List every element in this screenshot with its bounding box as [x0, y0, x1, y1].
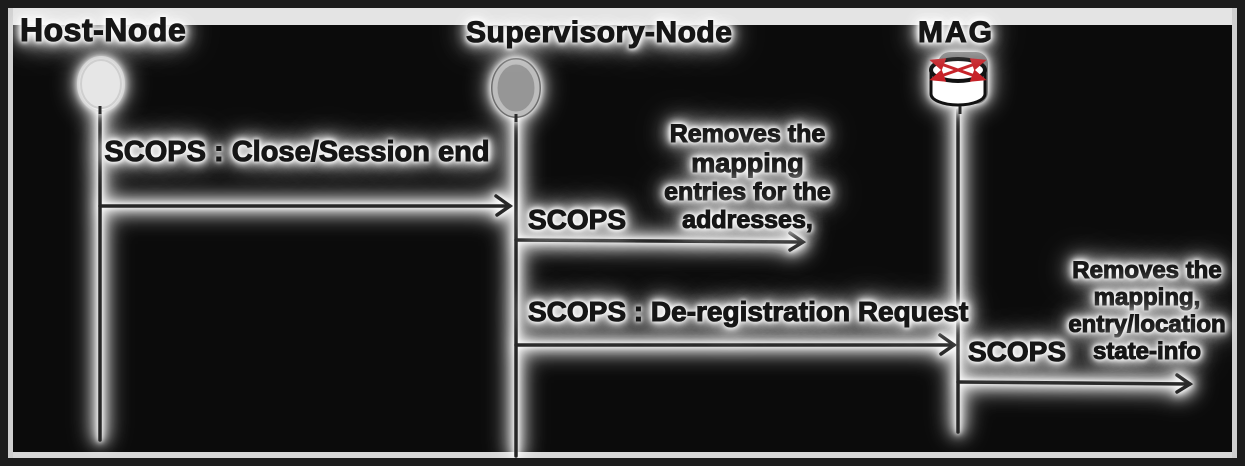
message-label-scops-1: SCOPS: [527, 203, 627, 235]
diagram-stage: Host-Node Supervisory-Node MAG: [8, 8, 1237, 458]
message-label-close-session: SCOPS : Close/Session end: [104, 135, 490, 168]
router-icon: [929, 52, 988, 114]
note-line: addresses,: [682, 206, 814, 235]
message-arrow-scops-internal-2: [956, 380, 1192, 386]
actor-label-host-node: Host-Node: [19, 11, 187, 48]
message-label-scops-2: SCOPS: [967, 335, 1067, 367]
note-line: Removes the: [669, 119, 826, 148]
router-arrows-icon: [929, 58, 987, 82]
arrowhead-icon: [494, 194, 514, 217]
note-line: mapping,: [1093, 283, 1201, 311]
note-line: entry/location: [1068, 310, 1226, 338]
note-line: entries for the: [664, 178, 832, 207]
terminal-node-icon: [77, 56, 125, 114]
note-line: state-info: [1092, 337, 1201, 365]
message-label-deregistration: SCOPS : De-registration Request: [527, 295, 969, 327]
note-line: mapping: [691, 147, 805, 178]
top-frame-strip: [8, 8, 1237, 25]
left-frame-strip: [8, 8, 13, 458]
arrowhead-icon: [1175, 373, 1194, 394]
arrowhead-icon: [938, 333, 958, 356]
right-frame-strip: [1232, 8, 1237, 458]
arrowhead-icon: [788, 231, 807, 252]
actor-label-supervisory-node: Supervisory-Node: [465, 15, 733, 49]
bottom-frame-strip: [8, 452, 1237, 458]
actor-label-mag: MAG: [917, 15, 994, 49]
lifelines-and-arrows-layer: [98, 106, 1194, 458]
supervisory-node-icon: [491, 58, 541, 122]
note-supervisory-action: Removes the mapping entries for the addr…: [645, 119, 850, 235]
message-arrow-scops-internal-1: [514, 238, 804, 244]
note-mag-action: Removes the mapping, entry/location stat…: [1058, 257, 1236, 366]
note-line: Removes the: [1072, 257, 1222, 285]
